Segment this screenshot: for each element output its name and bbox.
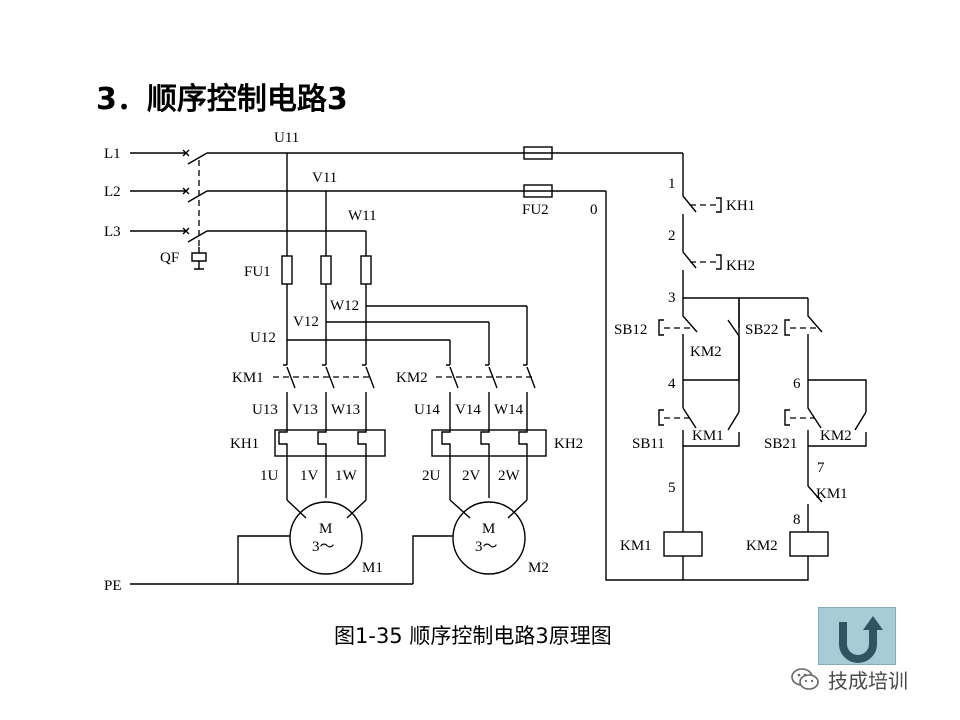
motor-m2 bbox=[452, 501, 526, 575]
watermark-text: 技成培训 bbox=[828, 668, 908, 693]
label-km2-hold: KM2 bbox=[820, 428, 852, 444]
label-2w: 2W bbox=[498, 468, 521, 484]
label-u13: U13 bbox=[252, 402, 278, 418]
label-node-3: 3 bbox=[668, 290, 676, 306]
motor-m1-type-2: 3～ bbox=[312, 539, 335, 555]
control-circuit bbox=[605, 153, 867, 581]
label-m1: M1 bbox=[362, 560, 383, 576]
motor-m2-type-1: M bbox=[482, 521, 495, 537]
label-km1-seq: KM1 bbox=[816, 486, 848, 502]
supply-lines bbox=[130, 149, 683, 270]
label-km2-coil: KM2 bbox=[746, 538, 778, 554]
label-node-7: 7 bbox=[817, 460, 825, 476]
motor-m2-type-2: 3～ bbox=[475, 539, 498, 555]
label-1v: 1V bbox=[300, 468, 319, 484]
label-2u: 2U bbox=[422, 468, 441, 484]
figure-caption: 图1-35 顺序控制电路3原理图 bbox=[334, 624, 612, 648]
label-km1-main: KM1 bbox=[232, 370, 264, 386]
km2-main-contacts bbox=[436, 364, 536, 410]
label-kh1: KH1 bbox=[230, 436, 259, 452]
label-node-8: 8 bbox=[793, 512, 801, 528]
label-v12: V12 bbox=[293, 314, 319, 330]
km2-coil bbox=[789, 531, 829, 557]
label-pe: PE bbox=[104, 578, 122, 594]
label-u11: U11 bbox=[274, 130, 299, 146]
kh1-thermal bbox=[274, 410, 386, 466]
m2-branch-taps bbox=[287, 305, 528, 365]
label-fu1: FU1 bbox=[244, 264, 271, 280]
fu1-fuses bbox=[281, 153, 372, 365]
label-node-2: 2 bbox=[668, 228, 676, 244]
pe-line bbox=[130, 535, 453, 585]
label-w11: W11 bbox=[348, 208, 377, 224]
label-v13: V13 bbox=[292, 402, 318, 418]
label-1w: 1W bbox=[335, 468, 358, 484]
label-v11: V11 bbox=[312, 170, 337, 186]
label-fu2: FU2 bbox=[522, 202, 549, 218]
watermark: 技成培训 bbox=[790, 664, 908, 694]
motor-feeders bbox=[286, 466, 528, 519]
slide-title: 3．顺序控制电路3 bbox=[96, 82, 348, 117]
return-button[interactable] bbox=[818, 607, 896, 665]
label-node-0: 0 bbox=[590, 202, 598, 218]
wechat-icon bbox=[791, 668, 819, 690]
label-w13: W13 bbox=[331, 402, 360, 418]
km1-main-contacts bbox=[273, 364, 375, 410]
label-kh2-nc: KH2 bbox=[726, 258, 755, 274]
label-node-6: 6 bbox=[793, 376, 801, 392]
label-kh1-nc: KH1 bbox=[726, 198, 755, 214]
label-1u: 1U bbox=[260, 468, 279, 484]
motor-m1-type-1: M bbox=[319, 521, 332, 537]
label-km2-interlock: KM2 bbox=[690, 344, 722, 360]
label-km1-hold: KM1 bbox=[692, 428, 724, 444]
label-sb12: SB12 bbox=[614, 322, 647, 338]
label-sb21: SB21 bbox=[764, 436, 797, 452]
label-l3: L3 bbox=[104, 224, 121, 240]
label-kh2: KH2 bbox=[554, 436, 583, 452]
label-w12: W12 bbox=[330, 298, 359, 314]
label-km1-coil: KM1 bbox=[620, 538, 652, 554]
label-w14: W14 bbox=[494, 402, 524, 418]
label-km2-main: KM2 bbox=[396, 370, 428, 386]
label-2v: 2V bbox=[462, 468, 481, 484]
label-l1: L1 bbox=[104, 146, 121, 162]
label-m2: M2 bbox=[528, 560, 549, 576]
return-arrow-icon bbox=[839, 616, 883, 663]
label-u14: U14 bbox=[414, 402, 440, 418]
fuse-fu2 bbox=[523, 146, 553, 198]
label-node-1: 1 bbox=[668, 176, 676, 192]
motor-m1 bbox=[289, 501, 363, 575]
label-sb22: SB22 bbox=[745, 322, 778, 338]
label-node-5: 5 bbox=[668, 480, 676, 496]
km1-coil bbox=[663, 531, 703, 557]
label-sb11: SB11 bbox=[632, 436, 665, 452]
label-v14: V14 bbox=[455, 402, 481, 418]
label-l2: L2 bbox=[104, 184, 121, 200]
label-u12: U12 bbox=[250, 330, 276, 346]
kh2-thermal bbox=[431, 410, 547, 466]
label-node-4: 4 bbox=[668, 376, 676, 392]
label-qf: QF bbox=[160, 250, 179, 266]
